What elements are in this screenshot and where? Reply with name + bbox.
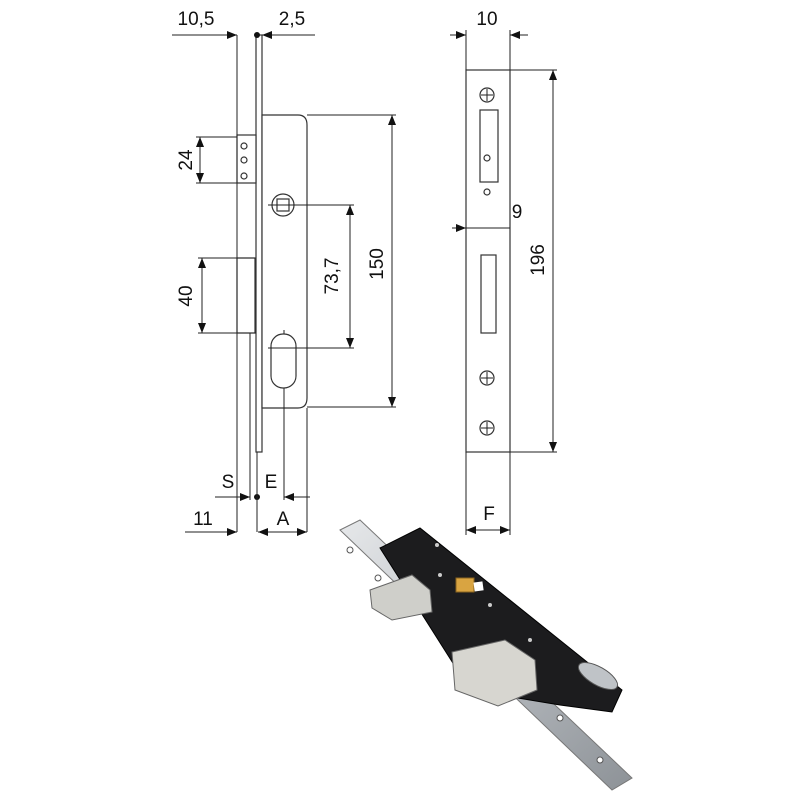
label-f: F (483, 504, 495, 525)
label-s: S (222, 472, 235, 493)
deadbolt-side (236, 257, 256, 334)
lock-case-side (261, 114, 308, 409)
dim-2-5: 2,5 (279, 9, 305, 30)
spindle-hub (455, 577, 475, 593)
label-e: E (265, 472, 278, 493)
side-view: 10,5 2,5 24 40 73,7 150 S E 11 A (172, 9, 396, 536)
label-a: A (277, 509, 290, 530)
front-view: 10 9 196 F (450, 9, 557, 535)
dim-10-5: 10,5 (178, 9, 215, 30)
deadbolt-slot (480, 254, 497, 334)
cylinder-hole (270, 333, 297, 389)
dim-196: 196 (528, 244, 549, 276)
lock-product-photo (339, 519, 633, 791)
dim-9: 9 (512, 202, 523, 223)
dim-40: 40 (176, 285, 197, 306)
dim-10: 10 (476, 9, 497, 30)
latch-slot (479, 109, 499, 183)
dim-150: 150 (367, 248, 388, 280)
dim-24: 24 (176, 149, 197, 171)
deadbolt-photo (451, 639, 538, 707)
dim-73-7: 73,7 (322, 258, 343, 295)
dim-11: 11 (193, 509, 213, 530)
latch-bolt-photo (369, 574, 433, 621)
cylinder-hole-photo (577, 662, 619, 690)
faceplate-side (255, 34, 263, 453)
